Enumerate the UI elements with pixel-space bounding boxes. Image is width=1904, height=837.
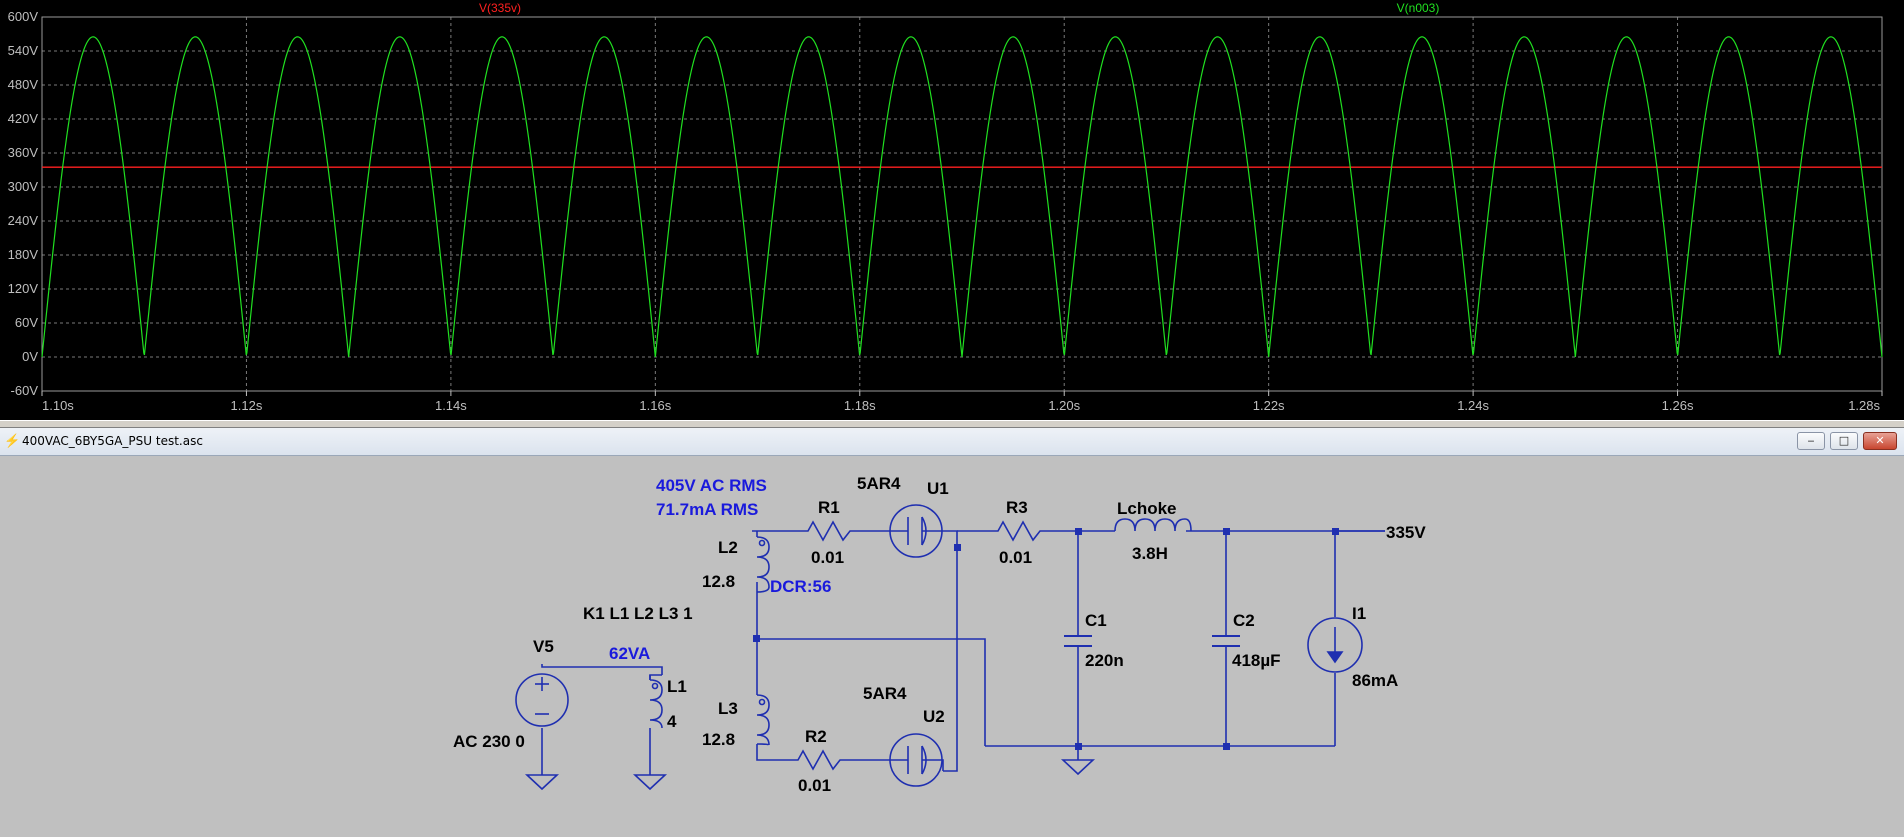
ltspice-app-icon: ⚡ — [4, 433, 21, 448]
minimize-button[interactable]: ‒ — [1797, 432, 1825, 450]
c2-name-label[interactable]: C2 — [1233, 611, 1255, 630]
x-tick-label: 1.14s — [435, 398, 467, 413]
l2-winding-icon[interactable] — [756, 536, 770, 593]
ac-voltage-annotation: 405V AC RMS — [656, 476, 767, 495]
v5-value-label[interactable]: AC 230 0 — [453, 732, 525, 751]
ac-current-annotation: 71.7mA RMS — [656, 500, 758, 519]
r3-value-label[interactable]: 0.01 — [999, 548, 1032, 567]
l3-name-label[interactable]: L3 — [718, 699, 738, 718]
u2-model-label[interactable]: 5AR4 — [863, 684, 907, 703]
ground-icon — [632, 774, 668, 791]
r1-resistor-icon[interactable] — [800, 520, 858, 542]
i1-value-label[interactable]: 86mA — [1352, 671, 1398, 690]
x-tick-label: 1.10s — [42, 398, 74, 413]
x-tick-label: 1.18s — [844, 398, 876, 413]
r2-value-label[interactable]: 0.01 — [798, 776, 831, 795]
y-tick-label: 240V — [8, 213, 39, 228]
c1-value-label[interactable]: 220n — [1085, 651, 1124, 670]
u1-name-label[interactable]: U1 — [927, 479, 949, 498]
i1-current-source-icon[interactable] — [1307, 617, 1363, 673]
i1-name-label[interactable]: I1 — [1352, 604, 1366, 623]
r3-resistor-icon[interactable] — [990, 520, 1046, 542]
y-tick-label: 360V — [8, 145, 39, 160]
y-tick-label: 480V — [8, 77, 39, 92]
y-tick-label: -60V — [11, 383, 39, 398]
x-tick-label: 1.22s — [1253, 398, 1285, 413]
c2-value-label[interactable]: 418µF — [1232, 651, 1281, 670]
l2-name-label[interactable]: L2 — [718, 538, 738, 557]
window-title: 400VAC_6BY5GA_PSU test.asc — [22, 434, 203, 448]
u2-name-label[interactable]: U2 — [923, 707, 945, 726]
c1-name-label[interactable]: C1 — [1085, 611, 1107, 630]
u1-rectifier-tube-icon[interactable] — [889, 504, 943, 558]
u1-model-label[interactable]: 5AR4 — [857, 474, 901, 493]
choke-value-label[interactable]: 3.8H — [1132, 544, 1168, 563]
l3-winding-icon[interactable] — [756, 694, 770, 746]
plot-grid — [41, 16, 1883, 392]
y-tick-label: 420V — [8, 111, 39, 126]
r3-name-label[interactable]: R3 — [1006, 498, 1028, 517]
y-tick-label: 300V — [8, 179, 39, 194]
y-tick-label: 600V — [8, 9, 39, 24]
plot-traces — [41, 36, 1883, 358]
schematic-drawing[interactable]: V5 AC 230 0 L1 4 L2 12.8 L3 12.8 K1 L1 L… — [0, 456, 1904, 837]
ground-icon — [1060, 759, 1096, 776]
dcr-annotation: DCR:56 — [770, 577, 831, 596]
trace-vn003[interactable] — [41, 36, 1883, 358]
close-button[interactable]: ✕ — [1863, 432, 1897, 450]
u2-rectifier-tube-icon[interactable] — [889, 733, 944, 787]
choke-inductor-icon[interactable] — [1114, 518, 1192, 532]
r1-name-label[interactable]: R1 — [818, 498, 840, 517]
output-net-label[interactable]: 335V — [1386, 523, 1426, 542]
v5-voltage-source-icon[interactable] — [515, 673, 569, 727]
coupling-directive-label[interactable]: K1 L1 L2 L3 1 — [583, 604, 693, 623]
c2-capacitor-icon[interactable] — [1212, 635, 1240, 647]
schematic-window-titlebar[interactable]: ⚡ 400VAC_6BY5GA_PSU test.asc ‒ □ ✕ — [0, 428, 1904, 456]
r1-value-label[interactable]: 0.01 — [811, 548, 844, 567]
y-tick-label: 120V — [8, 281, 39, 296]
x-tick-label: 1.16s — [639, 398, 671, 413]
r2-name-label[interactable]: R2 — [805, 727, 827, 746]
x-tick-label: 1.20s — [1048, 398, 1080, 413]
y-tick-label: 180V — [8, 247, 39, 262]
va-annotation: 62VA — [609, 644, 650, 663]
x-tick-label: 1.12s — [231, 398, 263, 413]
plot-tick-labels: 1.10s 1.12s 1.14s 1.16s 1.18s 1.20s 1.22s 1.24s… — [8, 9, 1883, 413]
maximize-button[interactable]: □ — [1830, 432, 1858, 450]
l1-name-label[interactable]: L1 — [667, 677, 687, 696]
schematic-canvas[interactable] — [0, 456, 1904, 837]
y-tick-label: 60V — [15, 315, 38, 330]
schematic-wires — [541, 530, 1385, 775]
choke-name-label[interactable]: Lchoke — [1117, 499, 1177, 518]
trace-label-v335v[interactable]: V(335v) — [479, 1, 521, 15]
x-tick-label: 1.24s — [1457, 398, 1489, 413]
y-tick-label: 540V — [8, 43, 39, 58]
plot-frame — [41, 16, 1883, 392]
l1-winding-icon[interactable] — [649, 674, 663, 729]
l1-value-label[interactable]: 4 — [667, 712, 677, 731]
waveform-plot[interactable]: 1.10s 1.12s 1.14s 1.16s 1.18s 1.20s 1.22s 1.24s… — [0, 0, 1904, 420]
x-tick-label: 1.28s — [1848, 398, 1880, 413]
pane-splitter[interactable] — [0, 420, 1904, 428]
c1-capacitor-icon[interactable] — [1064, 635, 1092, 647]
y-tick-label: 0V — [22, 349, 38, 364]
l2-value-label[interactable]: 12.8 — [702, 572, 735, 591]
r2-resistor-icon[interactable] — [790, 749, 848, 771]
ground-icon — [524, 774, 560, 791]
v5-name-label[interactable]: V5 — [533, 637, 554, 656]
x-tick-label: 1.26s — [1662, 398, 1694, 413]
waveform-plot-pane[interactable]: 1.10s 1.12s 1.14s 1.16s 1.18s 1.20s 1.22s 1.24s… — [0, 0, 1904, 420]
trace-label-vn003[interactable]: V(n003) — [1397, 1, 1440, 15]
l3-value-label[interactable]: 12.8 — [702, 730, 735, 749]
